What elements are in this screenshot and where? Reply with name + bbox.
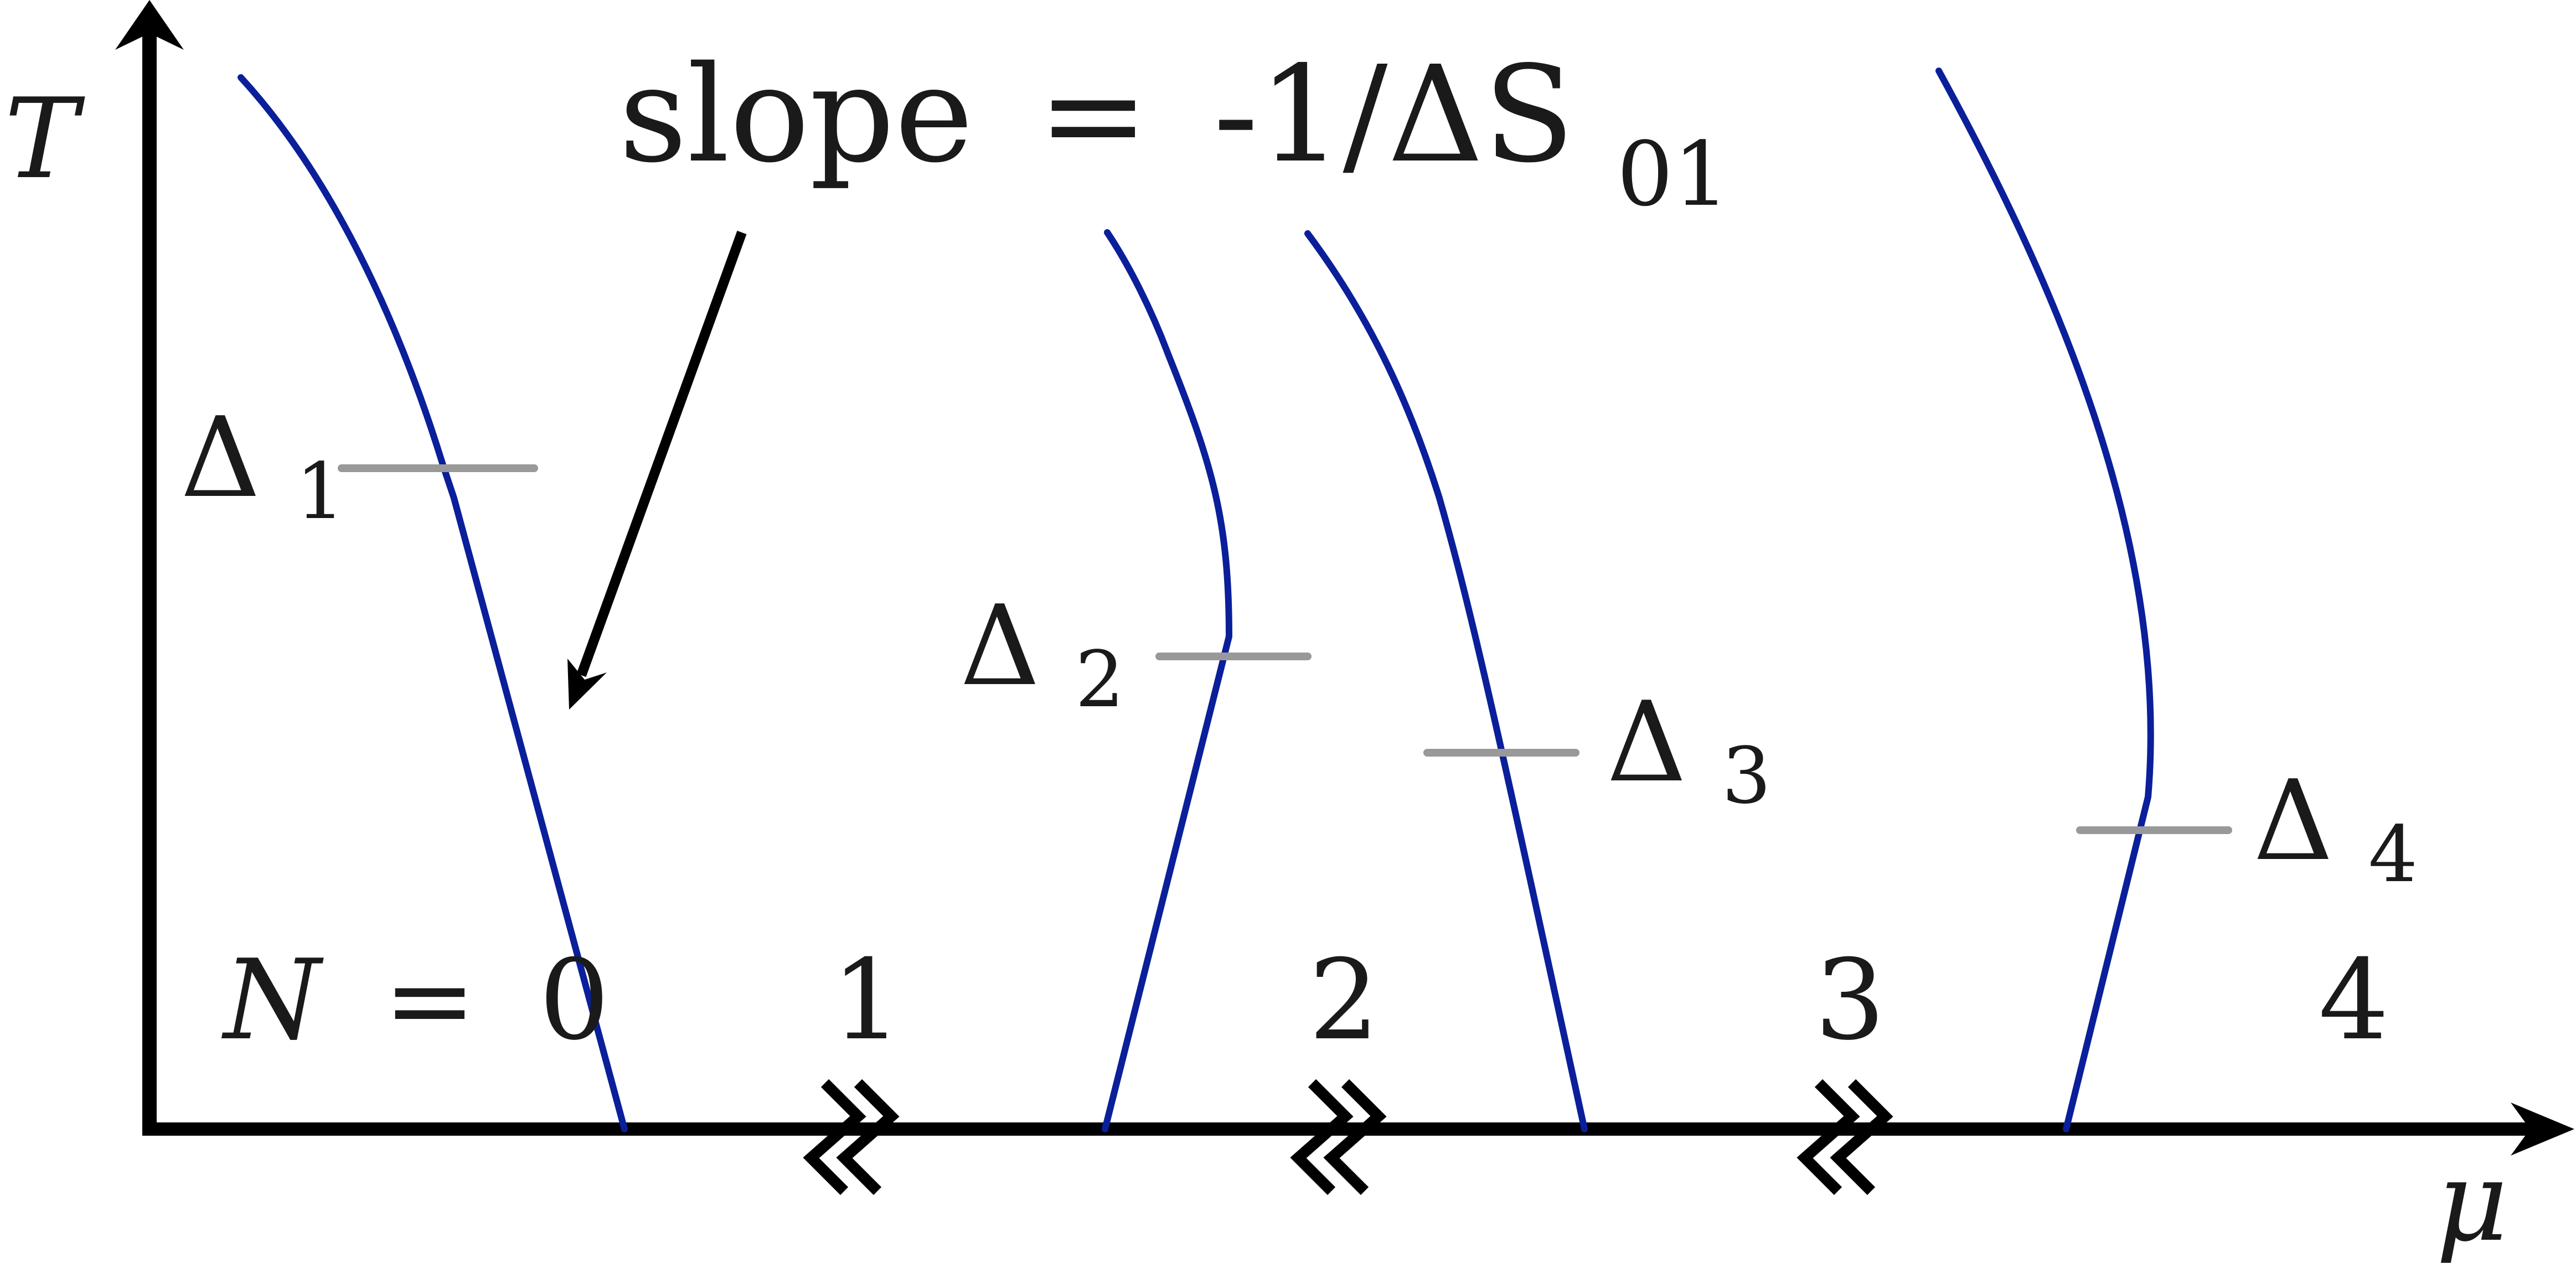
region-equals: = [384,936,477,1065]
slope-subscript: 01 [1617,122,1730,226]
slope-arrow-shaft [576,230,747,677]
double-chevron-break-icon [803,1079,900,1195]
gap-markers [338,464,2232,834]
region-label-1: 1 [832,936,902,1065]
slope-annotation: slope = -1/ΔS 01 [619,37,1730,226]
axis-breaks [803,1079,1893,1195]
region-var: N [221,936,324,1065]
boundary-curve-2-3 [1304,230,1588,1132]
region-label-4: 4 [2319,936,2389,1065]
boundary-curve-0-1 [238,74,628,1132]
gap-label-3: Δ 3 [1607,678,1771,821]
gap-label-4-symbol: Δ [2253,757,2333,886]
y-axis-arrowhead [115,0,184,50]
gap-label-2-subscript: 2 [1075,635,1124,725]
region-value: 0 [539,936,610,1065]
slope-rhs: -1/ΔS [1214,37,1574,192]
y-axis-label: T [4,75,85,204]
x-axis-arrowhead [2511,1102,2574,1156]
phase-boundaries [238,68,2154,1132]
gap-label-1: Δ 1 [180,394,345,537]
double-chevron-break-icon [1290,1079,1387,1195]
gap-label-1-symbol: Δ [180,394,260,522]
boundary-curve-1-2 [1102,229,1233,1132]
slope-equals: = [1037,37,1149,192]
region-label-n0: N = 0 [221,936,610,1065]
gap-label-1-subscript: 1 [296,447,345,537]
gap-label-2-symbol: Δ [960,582,1040,711]
double-chevron-break-icon [1797,1079,1893,1195]
slope-arrow [567,230,747,710]
gap-label-3-subscript: 3 [1722,731,1771,821]
gap-label-4-subscript: 4 [2368,810,2418,900]
gap-label-2: Δ 2 [960,582,1124,725]
x-axis-label: μ [2436,1137,2508,1263]
slope-lhs: slope [619,37,973,192]
gap-label-3-symbol: Δ [1607,678,1686,807]
slope-arrow-head [567,659,607,710]
region-label-3: 3 [1815,936,1885,1065]
region-label-2: 2 [1309,936,1379,1065]
boundary-curve-3-4 [1935,68,2154,1132]
gap-label-4: Δ 4 [2253,757,2418,900]
